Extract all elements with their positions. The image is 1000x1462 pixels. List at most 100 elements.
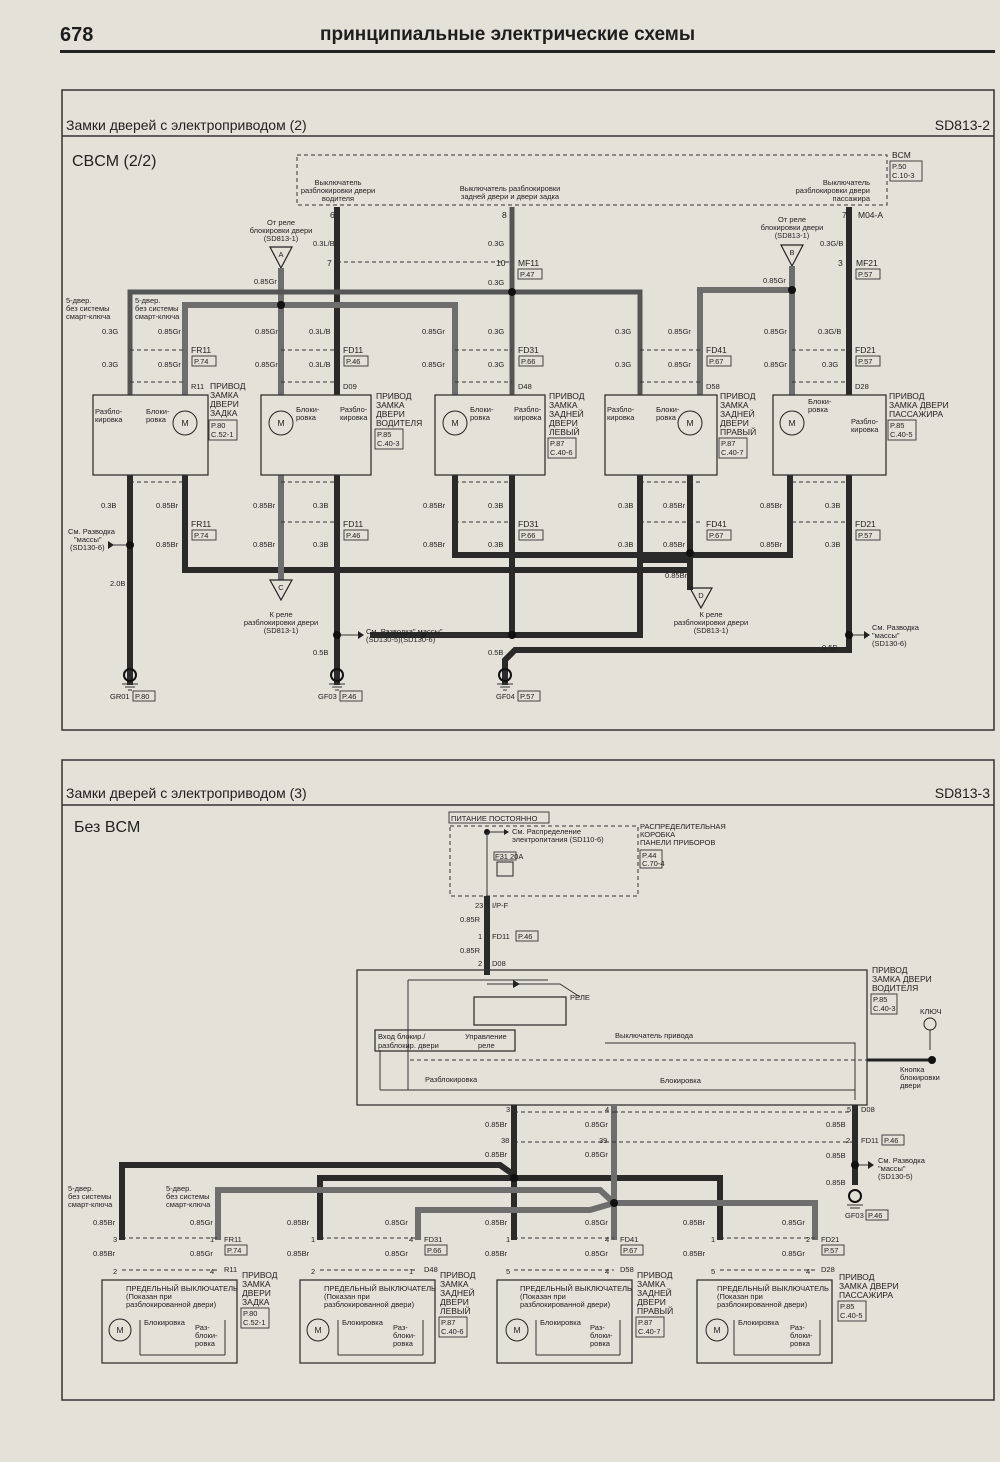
diagram-label: 4: [605, 1235, 609, 1244]
diagram-label: Раз-: [790, 1323, 805, 1332]
diagram-label: ровка: [590, 1339, 611, 1348]
diagram-label: FD41: [620, 1235, 638, 1244]
diagram-label: 0.85Br: [760, 501, 783, 510]
diagram-label: 0.85Br: [485, 1218, 508, 1227]
diagram-label: Разбло-: [340, 405, 368, 414]
diagram-label: 0.85B: [826, 1178, 846, 1187]
diagram-label: 0.85Br: [683, 1249, 706, 1258]
diagram-label: Раз-: [393, 1323, 408, 1332]
diagram-label: ЗАДНЕЙ: [720, 408, 755, 419]
ref-box: [132, 690, 156, 702]
section2-wires: [119, 1105, 859, 1271]
diagram-label: FD31: [424, 1235, 442, 1244]
diagram-label: 1: [506, 1235, 510, 1244]
junction-dot: [610, 1199, 618, 1207]
diagram-label: без системы: [166, 1192, 210, 1201]
driver-actuator-module: РЕЛЕ Вход блокир./ разблокир. двери Упра…: [356, 965, 942, 1106]
diagram-label: (Показан при: [324, 1292, 370, 1301]
diagram-wire: [780, 244, 804, 268]
ref-box: [855, 268, 881, 280]
section1-subtitle: CBCM (2/2): [72, 153, 156, 170]
diagram-label: (SD130-6): [70, 543, 105, 552]
diagram-label: 0.85Br: [423, 540, 446, 549]
diagram-label: ПАССАЖИРА: [839, 1290, 893, 1300]
diagram-label: P.57: [520, 692, 534, 701]
diagram-label: FR11: [191, 345, 211, 355]
junction-dot: [306, 1318, 330, 1342]
junction-dot: [705, 1318, 729, 1342]
section1-code: SD813-2: [935, 117, 990, 133]
diagram-wire: [415, 1200, 615, 1240]
diagram-label: P.67: [709, 357, 723, 366]
diagram-label: ДВЕРИ: [242, 1288, 271, 1298]
diagram-label: 0.3G: [488, 360, 504, 369]
diagram-label: Выключатель привода: [615, 1031, 694, 1040]
relay-box: [473, 996, 567, 1026]
diagram-label: Блокировка: [540, 1318, 582, 1327]
diagram-label: водителя: [322, 194, 354, 203]
diagram-label: 4: [605, 1105, 609, 1114]
key-icon: [923, 1017, 937, 1031]
diagram-label: P.57: [824, 1246, 838, 1255]
diagram-label: разблокировки двери: [301, 186, 375, 195]
diagram-label: От реле: [778, 215, 806, 224]
diagram-label: 5-двер.: [68, 1184, 93, 1193]
section2-wire-labels: 3 4 5 D08 0.85Br 0.85Gr 0.85B 38 39 2 FD…: [68, 1105, 926, 1258]
diagram-label: 0.3B: [618, 501, 633, 510]
bcm-ref2: C.10-3: [892, 171, 915, 180]
ref-box: [208, 419, 238, 441]
diagram-label: разблокированной двери): [126, 1300, 217, 1309]
ref-box: [865, 1209, 889, 1221]
diagram-label: 1: [311, 1235, 315, 1244]
diagram-label: смарт-ключа: [135, 312, 180, 321]
diagram-label: C.52-1: [243, 1318, 266, 1327]
diagram-label: P.66: [427, 1246, 441, 1255]
diagram-wire: [268, 579, 294, 602]
diagram-label: ВОДИТЕЛЯ: [872, 983, 918, 993]
diagram-label: Выключатель: [314, 178, 361, 187]
ref-box: [92, 394, 209, 476]
lock-button-icon: [928, 1056, 936, 1064]
diagram-label: 4: [210, 1267, 214, 1276]
diagram-label: См. Разводка: [872, 623, 920, 632]
diagram-label: разблокировки двери: [244, 618, 318, 627]
diagram-label: ПАССАЖИРА: [889, 409, 943, 419]
junction-dot: [442, 410, 468, 436]
diagram-label: P.46: [884, 1136, 898, 1145]
diagram-label: ПРЕДЕЛЬНЫЙ ВЫКЛЮЧАТЕЛЬ: [520, 1284, 632, 1293]
diagram-wire: [329, 683, 345, 691]
diagram-label: См. Распределение: [512, 827, 581, 836]
diagram-label: 0.85Gr: [422, 327, 445, 336]
diagram-label: кировка: [95, 415, 123, 424]
diagram-label: P.46: [346, 531, 360, 540]
ref-box: [855, 529, 881, 541]
diagram-label: 1: [711, 1235, 715, 1244]
diagram-wire: [504, 829, 509, 835]
diagram-label: FD11: [861, 1136, 879, 1145]
junction-dot: [126, 541, 134, 549]
diagram-label: ПИТАНИЕ ПОСТОЯННО: [451, 814, 538, 823]
ref-box: [424, 1244, 448, 1256]
junction-dot: [172, 410, 198, 436]
diagram-label: 0.3G/B: [820, 239, 843, 248]
junction-dot: [851, 1161, 859, 1169]
ref-box: [191, 355, 217, 367]
diagram-label: ровка: [195, 1339, 216, 1348]
diagram-label: ДВЕРИ: [376, 409, 405, 419]
diagram-label: P.57: [858, 357, 872, 366]
diagram-label: 0.85Br: [93, 1218, 116, 1227]
ref-box: [837, 1300, 867, 1322]
ref-box: [821, 1244, 845, 1256]
diagram-label: P.57: [858, 270, 872, 279]
section1-wires: [126, 207, 853, 685]
diagram-label: Выключатель разблокировки: [460, 184, 561, 193]
diagram-label: C: [278, 583, 284, 592]
diagram-label: 5: [711, 1267, 715, 1276]
diagram-label: Блоки-: [808, 397, 832, 406]
diagram-label: 0.85Gr: [585, 1150, 608, 1159]
diagram-label: P.87: [550, 439, 564, 448]
section2-frame: [61, 759, 995, 1401]
bcm-label: BCM: [892, 150, 911, 160]
diagram-label: 0.85Br: [485, 1120, 508, 1129]
diagram-label: 0.85Br: [760, 540, 783, 549]
